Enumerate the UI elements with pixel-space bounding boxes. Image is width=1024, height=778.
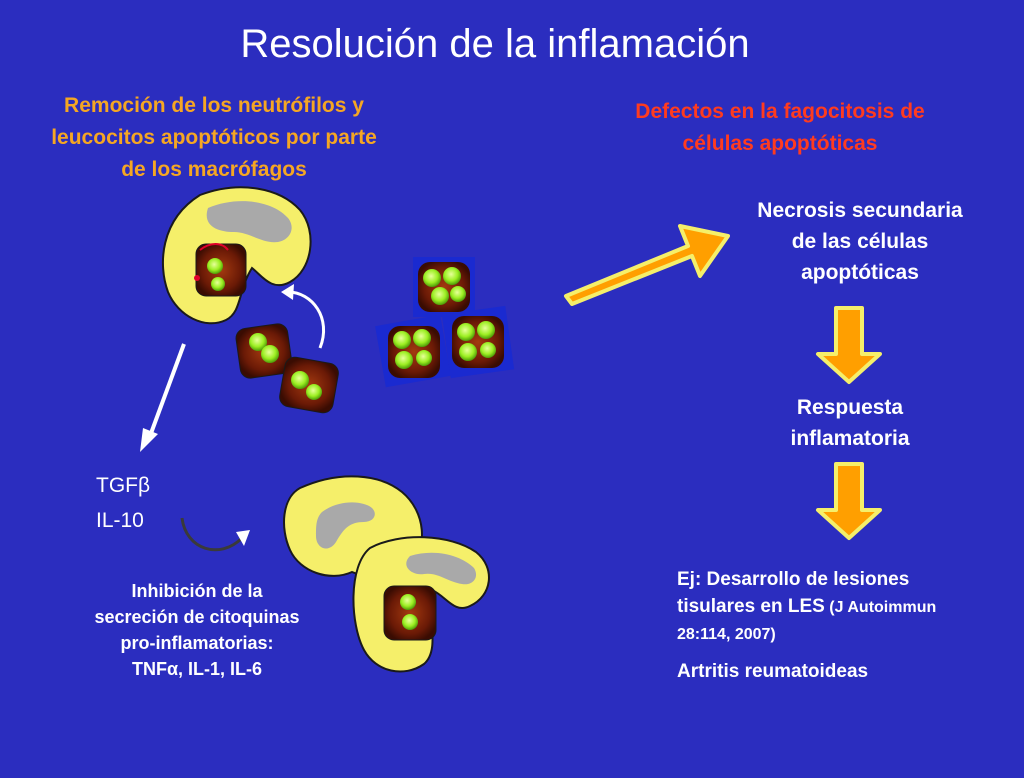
orange-arrow-down [816,306,882,384]
right-heading-line: células apoptóticas [682,132,878,155]
left-heading-line: de los macrófagos [121,158,307,181]
necrosis-line: Necrosis secundaria [757,199,963,222]
macrophage-bottom-front [352,536,490,673]
inhibition-line: secreción de citoquinas [94,607,300,627]
example-line: Ej: Desarrollo de lesiones [677,569,910,590]
tgf-beta-label: TGFβ [96,473,150,499]
inflammatory-response-label: Respuesta inflamatoria [740,392,960,454]
inhibition-label: Inhibición de la secreción de citoquinas… [52,578,342,682]
right-heading-line: Defectos en la fagocitosis de [635,100,925,123]
example-label: Ej: Desarrollo de lesiones tisulares en … [677,566,1017,648]
beta-symbol: β [138,474,151,497]
inhibition-line: TNFα, IL-1, IL-6 [52,656,342,682]
white-arrow-down [140,343,186,452]
orange-arrow-right [564,224,730,306]
slide-title: Resolución de la inflamación [240,22,750,66]
necrosis-label: Necrosis secundaria de las células apopt… [720,195,1000,288]
example-line: tisulares en LES (J Autoimmun [677,593,1017,621]
inhibition-line: pro-inflamatorias: [120,633,274,653]
respuesta-line: Respuesta [796,396,904,419]
macrophage-top [161,186,312,325]
right-heading: Defectos en la fagocitosis de células ap… [580,96,980,160]
left-heading: Remoción de los neutrófilos y leucocitos… [6,90,422,186]
left-heading-line: Remoción de los neutrófilos y [64,94,364,117]
tnf-text: TNF [131,659,167,679]
example-main: tisulares en LES [677,596,825,617]
apoptotic-cell-cluster [375,257,515,388]
curved-arrow-bottom [180,517,250,552]
apoptotic-cell [279,356,339,414]
necrosis-line: apoptóticas [801,261,919,284]
apoptotic-cell [235,323,293,379]
arthritis-label: Artritis reumatoideas [677,661,869,682]
il-list-text: , IL-1, IL-6 [178,659,263,679]
curved-arrow-top [281,284,326,349]
alpha-symbol: α [166,659,179,679]
example-line: 28:114, 2007) [677,626,776,643]
inhibition-line: Inhibición de la [131,581,263,601]
left-heading-line: leucocitos apoptóticos por parte [51,126,377,149]
example-reference: (J Autoimmun [824,599,937,616]
il10-label: IL-10 [96,509,144,532]
orange-arrow-down [816,462,882,540]
respuesta-line: inflamatoria [790,427,910,450]
tgf-text: TGF [96,474,138,497]
necrosis-line: de las células [791,230,929,253]
